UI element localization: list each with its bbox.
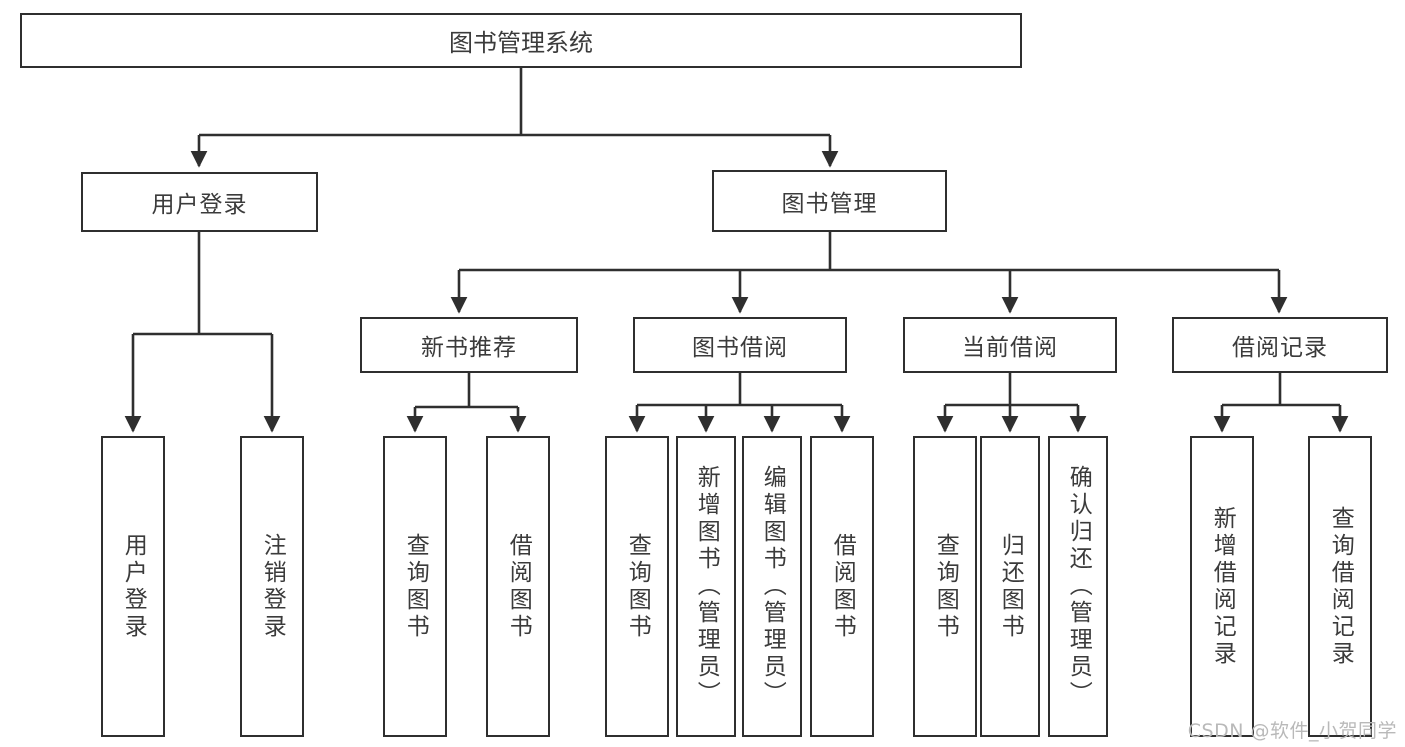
node-leaf-confirm-return-label: 确认归还（管理员） [1065,465,1092,708]
node-leaf-query-book-1-label: 查询图书 [402,532,429,641]
node-leaf-query-record[interactable]: 查询借阅记录 [1308,436,1372,737]
node-leaf-query-book-3[interactable]: 查询图书 [913,436,977,737]
node-leaf-edit-book[interactable]: 编辑图书（管理员） [742,436,802,737]
node-root-label: 图书管理系统 [449,29,593,57]
node-leaf-query-book-1[interactable]: 查询图书 [383,436,447,737]
node-leaf-borrow-book-1-label: 借阅图书 [505,532,532,641]
node-leaf-query-record-label: 查询借阅记录 [1327,505,1354,668]
node-book-borrow[interactable]: 图书借阅 [633,317,847,373]
node-user-login-label: 用户登录 [151,192,248,218]
node-borrow-record[interactable]: 借阅记录 [1172,317,1388,373]
node-book-manage-label: 图书管理 [781,191,878,217]
node-leaf-query-book-2-label: 查询图书 [624,532,651,641]
node-leaf-borrow-book-2-label: 借阅图书 [829,532,856,641]
node-leaf-return-book[interactable]: 归还图书 [980,436,1040,737]
node-new-book-recommend[interactable]: 新书推荐 [360,317,578,373]
node-current-borrow-label: 当前借阅 [962,335,1058,361]
node-leaf-return-book-label: 归还图书 [997,532,1024,641]
node-leaf-borrow-book-2[interactable]: 借阅图书 [810,436,874,737]
node-leaf-query-book-3-label: 查询图书 [932,532,959,641]
node-leaf-add-record-label: 新增借阅记录 [1209,505,1236,668]
node-leaf-user-login[interactable]: 用户登录 [101,436,165,737]
csdn-watermark: CSDN @软件_小贺同学 [1187,720,1397,742]
node-leaf-query-book-2[interactable]: 查询图书 [605,436,669,737]
node-leaf-user-logout-label: 注销登录 [259,532,286,641]
node-borrow-record-label: 借阅记录 [1232,335,1328,361]
node-leaf-add-book-label: 新增图书（管理员） [693,465,720,708]
node-current-borrow[interactable]: 当前借阅 [903,317,1117,373]
node-user-login[interactable]: 用户登录 [81,172,318,232]
node-leaf-edit-book-label: 编辑图书（管理员） [759,465,786,708]
node-book-manage[interactable]: 图书管理 [712,170,947,232]
node-new-book-recommend-label: 新书推荐 [421,335,517,361]
node-leaf-borrow-book-1[interactable]: 借阅图书 [486,436,550,737]
node-leaf-user-login-label: 用户登录 [120,532,147,641]
node-root-system[interactable]: 图书管理系统 [20,13,1022,68]
node-leaf-confirm-return[interactable]: 确认归还（管理员） [1048,436,1108,737]
node-leaf-user-logout[interactable]: 注销登录 [240,436,304,737]
node-leaf-add-book[interactable]: 新增图书（管理员） [676,436,736,737]
node-leaf-add-record[interactable]: 新增借阅记录 [1190,436,1254,737]
node-book-borrow-label: 图书借阅 [692,335,788,361]
